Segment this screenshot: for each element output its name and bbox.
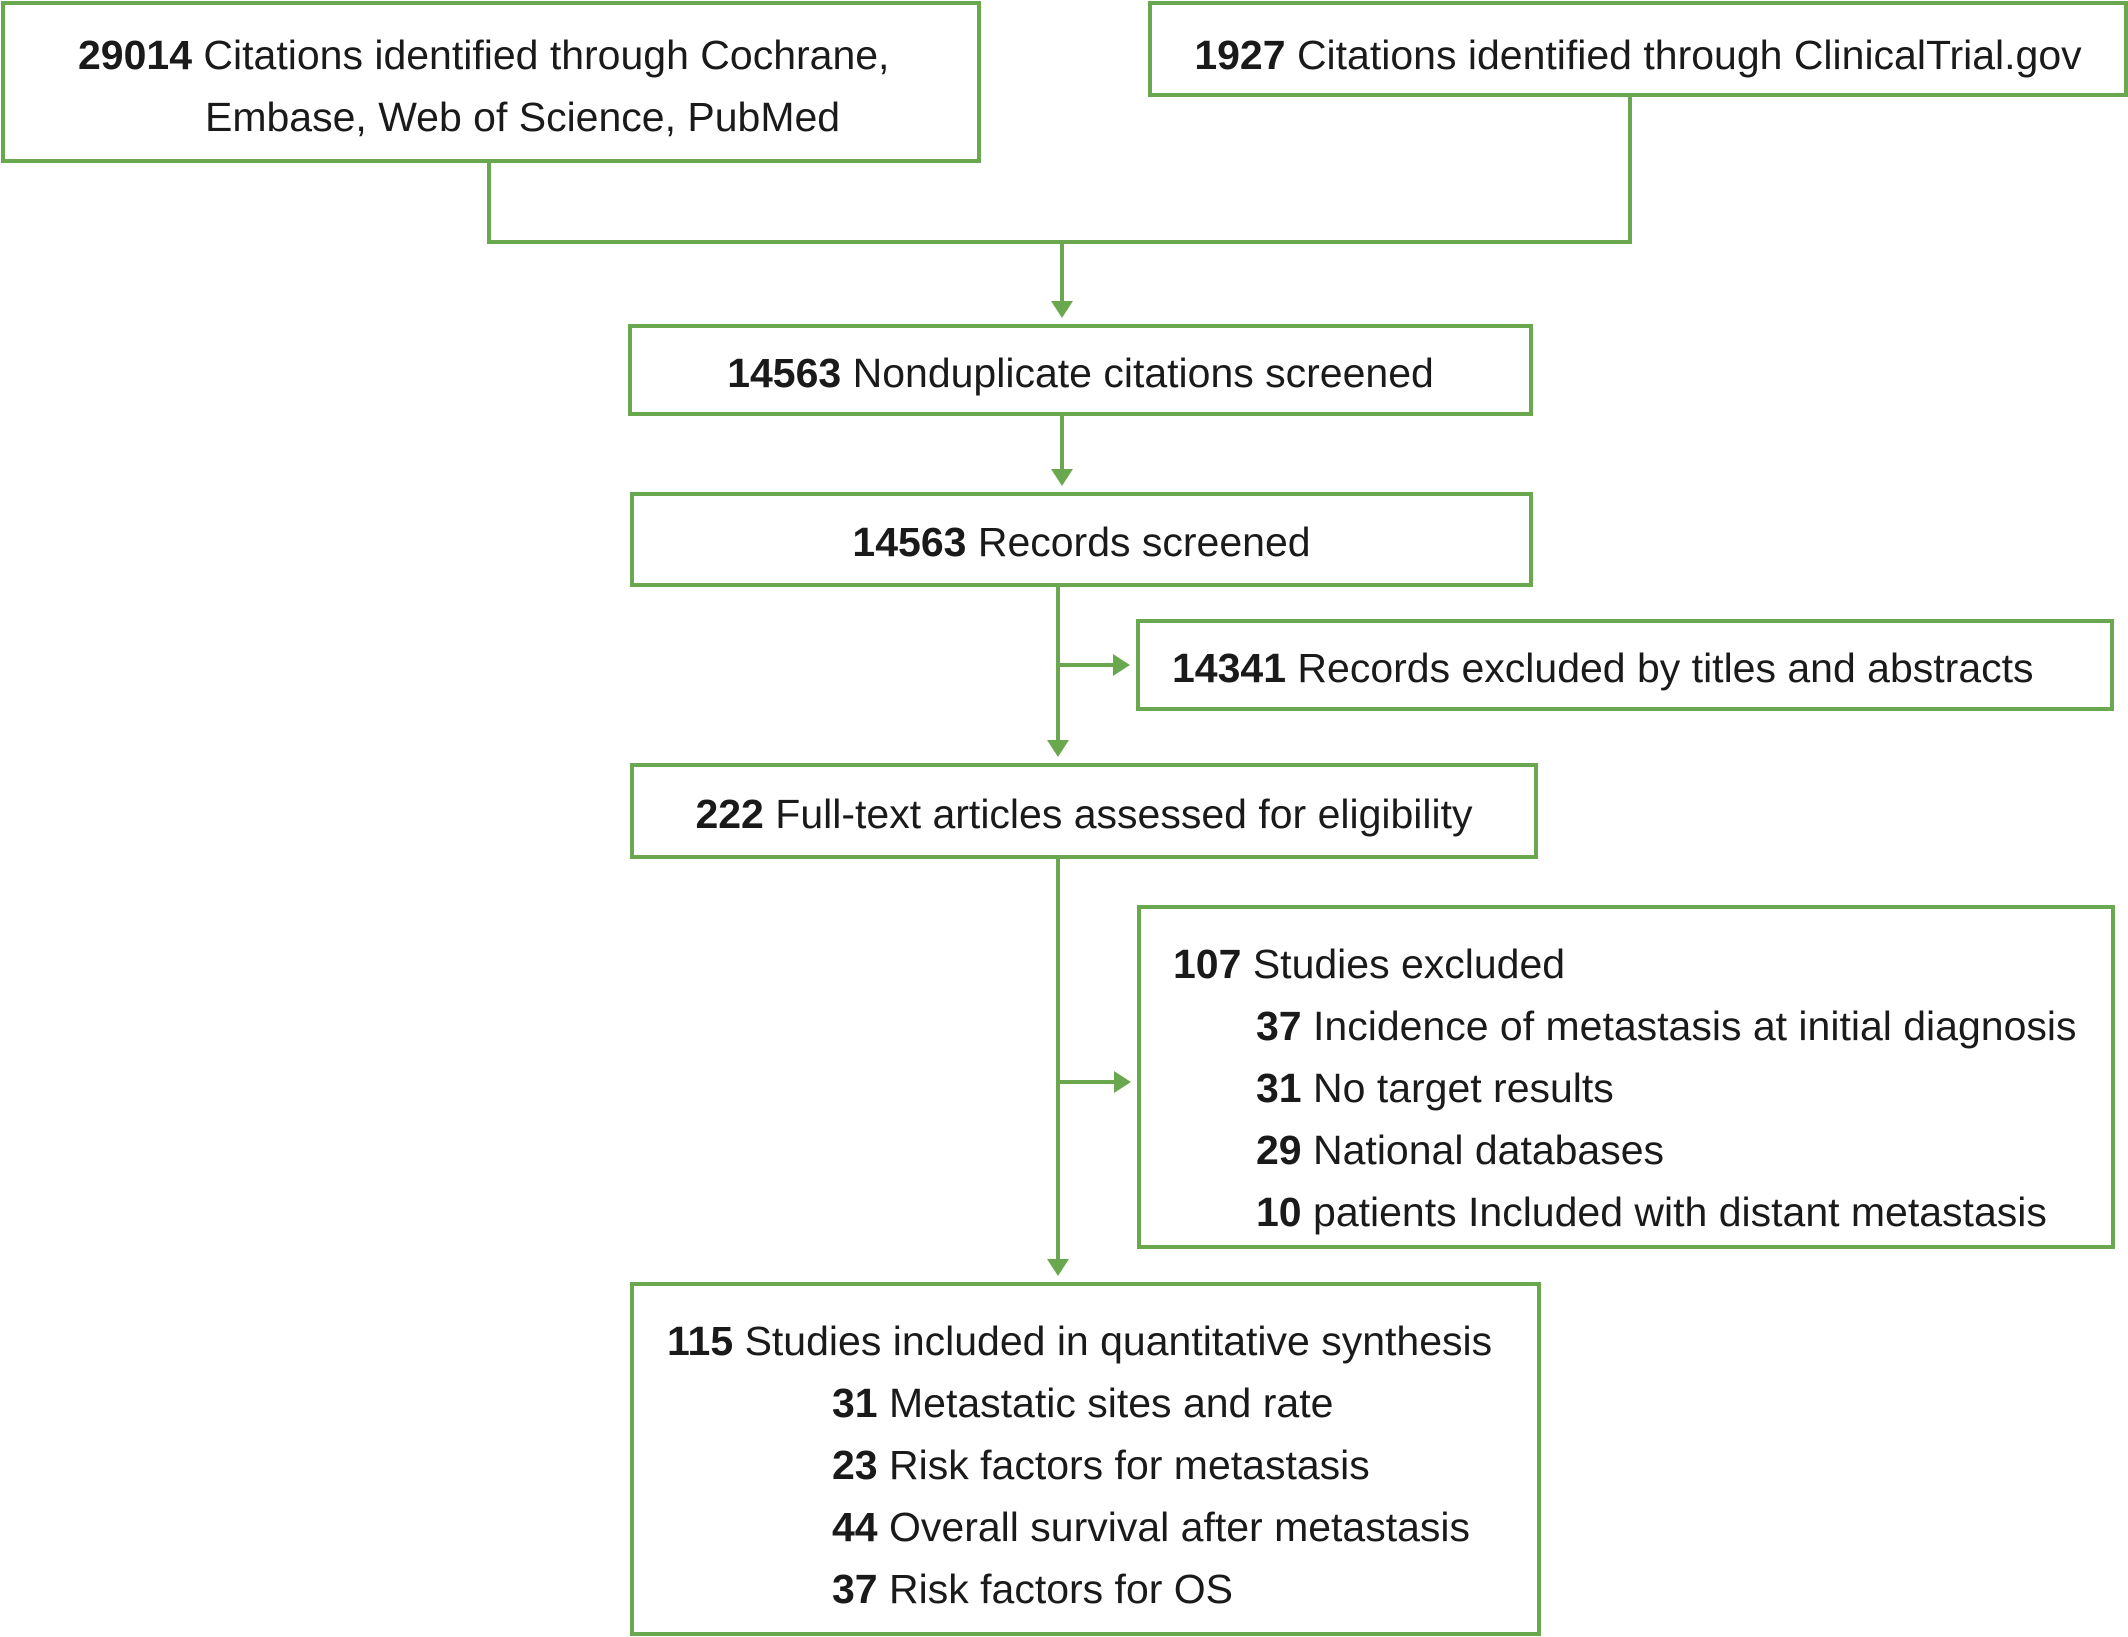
arrowhead-nondup <box>1051 301 1073 318</box>
exclusion-reason-count: 31 <box>1256 1065 1302 1111</box>
exclusion-reason-text: National databases <box>1313 1127 1665 1173</box>
registry-search-count: 1927 <box>1194 32 1286 78</box>
arrowhead-included <box>1047 1259 1069 1276</box>
included-outcome: 31 Metastatic sites and rate <box>667 1372 1537 1434</box>
database-search-line1: 29014 Citations identified through Cochr… <box>5 24 977 86</box>
nonduplicate-text: Nonduplicate citations screened <box>852 350 1434 396</box>
excluded-titles-box: 14341 Records excluded by titles and abs… <box>1136 619 2114 711</box>
included-outcome-text: Overall survival after metastasis <box>889 1504 1471 1550</box>
exclusion-reason-text: patients Included with distant metastasi… <box>1313 1189 2047 1235</box>
arrowhead-studies-excluded <box>1114 1071 1131 1093</box>
arrowhead-fulltext <box>1047 740 1069 757</box>
exclusion-reason: 37 Incidence of metastasis at initial di… <box>1173 995 2111 1057</box>
database-search-box: 29014 Citations identified through Cochr… <box>1 1 981 163</box>
included-outcome-text: Risk factors for OS <box>889 1566 1234 1612</box>
included-outcome: 37 Risk factors for OS <box>667 1558 1537 1620</box>
exclusion-reason-text: Incidence of metastasis at initial diagn… <box>1313 1003 2077 1049</box>
connector-merge <box>487 97 1632 244</box>
exclusion-reason-count: 29 <box>1256 1127 1302 1173</box>
database-search-count: 29014 <box>78 32 193 78</box>
exclusion-reason: 29 National databases <box>1173 1119 2111 1181</box>
records-screened-box: 14563 Records screened <box>630 492 1533 587</box>
exclusion-reason-count: 10 <box>1256 1189 1302 1235</box>
included-outcome: 23 Risk factors for metastasis <box>667 1434 1537 1496</box>
fulltext-assessed-box: 222 Full-text articles assessed for elig… <box>630 763 1538 859</box>
excluded-titles-count: 14341 <box>1172 645 1287 691</box>
studies-excluded-box: 107 Studies excluded 37 Incidence of met… <box>1137 905 2115 1249</box>
studies-included-header: 115 Studies included in quantitative syn… <box>667 1310 1537 1372</box>
exclusion-reason-text: No target results <box>1313 1065 1614 1111</box>
included-outcome-text: Risk factors for metastasis <box>889 1442 1370 1488</box>
studies-excluded-header: 107 Studies excluded <box>1173 933 2111 995</box>
excluded-titles-text: Records excluded by titles and abstracts <box>1297 645 2034 691</box>
fulltext-count: 222 <box>695 791 764 837</box>
arrowhead-records <box>1051 469 1073 486</box>
included-outcome-count: 31 <box>832 1380 878 1426</box>
studies-excluded-text: Studies excluded <box>1252 941 1566 987</box>
registry-search-box: 1927 Citations identified through Clinic… <box>1148 1 2128 97</box>
fulltext-text: Full-text articles assessed for eligibil… <box>775 791 1473 837</box>
exclusion-reason: 10 patients Included with distant metast… <box>1173 1181 2111 1243</box>
database-search-line2: Embase, Web of Science, PubMed <box>205 94 841 140</box>
exclusion-reason: 31 No target results <box>1173 1057 2111 1119</box>
included-outcome-count: 23 <box>832 1442 878 1488</box>
exclusion-reason-count: 37 <box>1256 1003 1302 1049</box>
studies-included-count: 115 <box>667 1318 734 1364</box>
nonduplicate-count: 14563 <box>727 350 842 396</box>
arrowhead-excluded-titles <box>1113 654 1130 676</box>
included-outcome-count: 44 <box>832 1504 878 1550</box>
database-search-text: Citations identified through Cochrane, <box>203 32 890 78</box>
records-screened-text: Records screened <box>977 519 1311 565</box>
studies-included-text: Studies included in quantitative synthes… <box>744 1318 1493 1364</box>
nonduplicate-box: 14563 Nonduplicate citations screened <box>628 324 1533 416</box>
records-screened-count: 14563 <box>852 519 967 565</box>
registry-search-text: Citations identified through ClinicalTri… <box>1296 32 2082 78</box>
included-outcome-text: Metastatic sites and rate <box>889 1380 1334 1426</box>
studies-excluded-count: 107 <box>1173 941 1242 987</box>
included-outcome-count: 37 <box>832 1566 878 1612</box>
studies-included-box: 115 Studies included in quantitative syn… <box>630 1282 1541 1636</box>
included-outcome: 44 Overall survival after metastasis <box>667 1496 1537 1558</box>
